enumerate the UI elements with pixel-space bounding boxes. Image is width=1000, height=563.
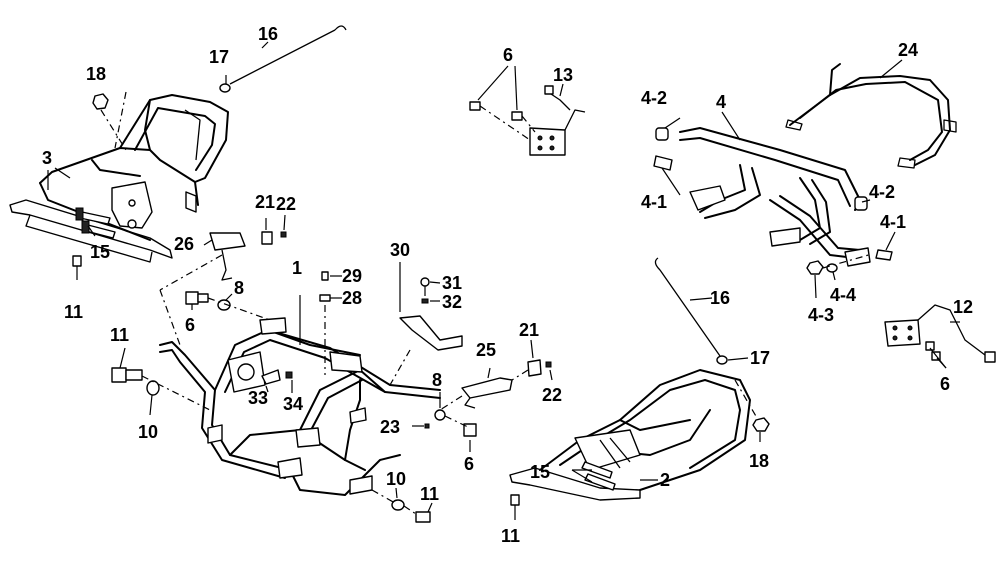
label-part-4-1: 4-1: [641, 192, 667, 212]
label-part-18-right: 18: [749, 451, 769, 471]
lower-rack-part-2: [509, 257, 770, 520]
label-part-25: 25: [476, 340, 496, 360]
label-part-17: 17: [209, 47, 229, 67]
bracket-part-12: [884, 304, 996, 369]
label-part-13: 13: [553, 65, 573, 85]
label-part-2: 2: [660, 470, 670, 490]
label-part-24: 24: [898, 40, 918, 60]
leaders-group-2: [571, 297, 761, 483]
label-part-1: 1: [292, 258, 302, 278]
label-part-21-lower: 21: [519, 320, 539, 340]
label-part-8: 8: [234, 278, 244, 298]
label-part-15-right: 15: [530, 462, 550, 482]
label-part-8-lower: 8: [432, 370, 442, 390]
label-part-17-right: 17: [750, 348, 770, 368]
label-part-11-lower: 11: [420, 484, 439, 504]
label-part-22: 22: [276, 194, 296, 214]
label-part-6-lower: 6: [464, 454, 474, 474]
label-part-16: 16: [258, 24, 278, 44]
label-part-11-left: 11: [110, 325, 129, 345]
label-part-21: 21: [255, 192, 275, 212]
label-part-4: 4: [716, 92, 726, 112]
leaders-group-4: [661, 111, 896, 299]
label-part-29: 29: [342, 266, 362, 286]
label-part-30: 30: [390, 240, 410, 260]
guard-bar-part-24: [785, 59, 957, 169]
label-part-15: 15: [90, 242, 110, 262]
label-part-26: 26: [174, 234, 194, 254]
fasteners-main-frame: [111, 214, 553, 523]
label-part-6-left: 6: [185, 315, 195, 335]
label-part-6-right: 6: [940, 374, 950, 394]
label-part-34: 34: [283, 394, 303, 414]
leaders-group-3: [47, 41, 269, 237]
label-part-4-3: 4-3: [808, 305, 834, 325]
label-part-33: 33: [248, 388, 268, 408]
label-part-3: 3: [42, 148, 52, 168]
label-part-6: 6: [503, 45, 513, 65]
label-part-4-2-right: 4-2: [869, 182, 895, 202]
label-part-32: 32: [442, 292, 462, 312]
label-part-10-lower: 10: [386, 469, 406, 489]
rear-rack-part-3: [9, 25, 347, 280]
main-frame-part-1: [159, 295, 441, 496]
label-part-11: 11: [64, 302, 83, 322]
label-part-18: 18: [86, 64, 106, 84]
label-part-11-right: 11: [501, 526, 520, 546]
bracket-part-13: [469, 85, 586, 156]
label-part-4-2: 4-2: [641, 88, 667, 108]
label-part-12: 12: [953, 297, 973, 317]
label-part-23: 23: [380, 417, 400, 437]
label-part-22-lower: 22: [542, 385, 562, 405]
label-part-16-right: 16: [710, 288, 730, 308]
front-bumper-part-4: [653, 127, 893, 275]
label-part-4-4: 4-4: [830, 285, 856, 305]
callout-labels: 3 18 17 16 15 11 6 13 4-2 4 4-1 4-2 4-1 …: [42, 24, 973, 546]
leaders-group-6-13: [477, 65, 564, 111]
label-part-28: 28: [342, 288, 362, 308]
label-part-31: 31: [442, 273, 462, 293]
label-part-4-1-right: 4-1: [880, 212, 906, 232]
label-part-10: 10: [138, 422, 158, 442]
